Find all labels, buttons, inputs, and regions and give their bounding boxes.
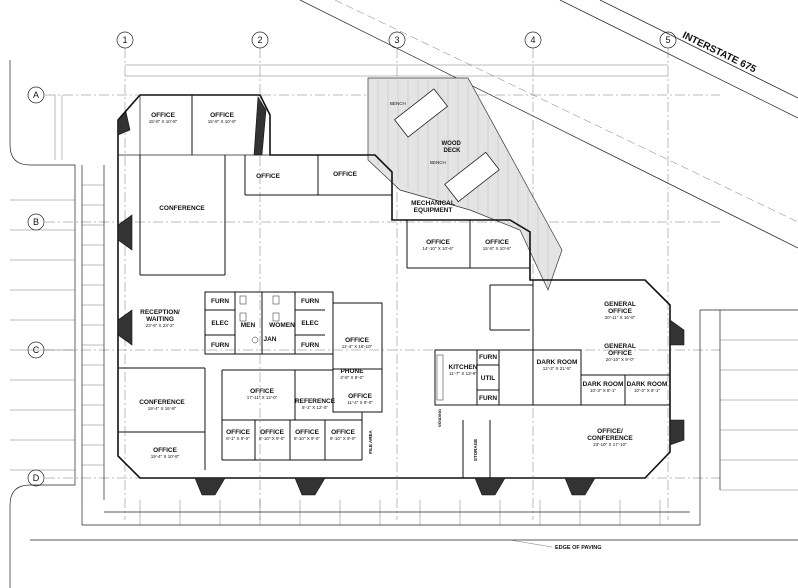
grid-col-2: 2 — [257, 35, 262, 45]
room-storage: STORAGE — [473, 439, 478, 461]
grid-col-3: 3 — [394, 35, 399, 45]
room-general-office1-line2: OFFICE — [608, 308, 632, 315]
room-reference-dim: 8'-1" X 12'-0" — [302, 405, 328, 410]
edge-of-paving-label: EDGE OF PAVING — [555, 545, 602, 551]
room-dark-room2-dim: 10'-3" X 8'-1" — [590, 388, 616, 393]
room-men: MEN — [241, 322, 256, 329]
room-conference-n-name: CONFERENCE — [159, 205, 205, 212]
deck-label-line1: WOOD — [441, 141, 461, 147]
room-office-ne1-dim: 14'-10" X 10'-6" — [423, 246, 454, 251]
room-office-ne2-name: OFFICE — [485, 239, 509, 246]
room-office-conference-dim: 23'-10" X 17'-10" — [593, 442, 627, 447]
room-office-c-name: OFFICE — [345, 337, 369, 344]
room-office-s4-dim: 8'-10" X 9'-0" — [330, 436, 356, 441]
room-reception-line2: WAITING — [146, 316, 174, 323]
room-dark-room3-dim: 10'-3" X 8'-1" — [634, 388, 660, 393]
room-util: UTIL — [481, 375, 495, 382]
room-furn-k2: FURN — [479, 395, 497, 402]
room-conference-s-dim: 19'-4" X 16'-8" — [148, 406, 177, 411]
room-women: WOMEN — [269, 322, 295, 329]
grid-row-a: A — [33, 90, 39, 100]
room-dark-room3-name: DARK ROOM — [627, 381, 668, 388]
room-reception-line1: RECEPTION/ — [140, 309, 180, 316]
grid-col-1: 1 — [122, 35, 127, 45]
room-general-office2-line2: OFFICE — [608, 350, 632, 357]
room-kitchen-name: KITCHEN — [449, 364, 478, 371]
interior-walls — [118, 95, 671, 478]
room-office-cs-name: OFFICE — [250, 388, 274, 395]
room-office-s1-name: OFFICE — [226, 429, 250, 436]
grid-row-d: D — [33, 473, 40, 483]
room-office-n1-name: OFFICE — [256, 173, 280, 180]
grid-row-b: B — [33, 217, 39, 227]
room-office-ne2-dim: 15'-8" X 10'-6" — [483, 246, 512, 251]
room-office-s1-dim: 8'-1" X 9'-0" — [226, 436, 250, 441]
room-kitchen-dim: 11'-7" X 13'-9" — [449, 371, 477, 376]
site-paving — [9, 60, 798, 588]
room-mechanical-line1: MECHANICAL — [411, 200, 455, 207]
room-jan: JAN — [263, 336, 276, 343]
room-mechanical-line2: EQUIPMENT — [414, 207, 453, 214]
room-office-conference-line1: OFFICE/ — [597, 428, 623, 435]
room-dark-room1-name: DARK ROOM — [537, 359, 578, 366]
room-office-s4-name: OFFICE — [331, 429, 355, 436]
deck-label: WOOD DECK — [441, 141, 462, 154]
room-office-s3-name: OFFICE — [295, 429, 319, 436]
room-reference-name: REFERENCE — [295, 398, 336, 405]
room-office-s2-name: OFFICE — [260, 429, 284, 436]
wood-deck — [367, 77, 563, 291]
room-office-sw-name: OFFICE — [153, 447, 177, 454]
top-dimensions — [125, 64, 668, 77]
room-furn3: FURN — [301, 298, 319, 305]
room-dark-room2-name: DARK ROOM — [583, 381, 624, 388]
room-furn2: FURN — [211, 342, 229, 349]
room-general-office1-dim: 20'-11" X 16'-8" — [605, 315, 636, 320]
room-office-sw-dim: 19'-4" X 10'-8" — [151, 454, 180, 459]
room-office-s2-dim: 8'-10" X 9'-0" — [259, 436, 285, 441]
room-elec2: ELEC — [301, 320, 319, 327]
fixtures — [239, 295, 444, 401]
room-office-s3-dim: 8'-10" X 9'-0" — [294, 436, 320, 441]
room-office-c-dim: 11'-4" X 16'-10" — [342, 344, 373, 349]
grid-col-4: 4 — [530, 35, 535, 45]
deck-bench1: BENCH — [390, 101, 406, 106]
room-office-nw1-name: OFFICE — [151, 112, 175, 119]
room-vending: VENDING — [437, 409, 442, 427]
deck-label-line2: DECK — [443, 148, 461, 154]
room-furn4: FURN — [301, 342, 319, 349]
room-office-c2-dim: 11'-4" X 9'-0" — [347, 400, 373, 405]
room-furn1: FURN — [211, 298, 229, 305]
room-office-ne1-name: OFFICE — [426, 239, 450, 246]
room-general-office1-line1: GENERAL — [604, 301, 636, 308]
deck-bench2: BENCH — [430, 160, 446, 165]
room-phone-dim: 3'-8" X 8'-0" — [340, 375, 364, 380]
room-conference-s-name: CONFERENCE — [139, 399, 185, 406]
room-dark-room1-dim: 12'-3" X 21'-5" — [543, 366, 572, 371]
room-furn-k1: FURN — [479, 354, 497, 361]
room-elec1: ELEC — [211, 320, 229, 327]
room-general-office2-line1: GENERAL — [604, 343, 636, 350]
room-office-nw2-dim: 15'-8" X 10'-8" — [208, 119, 237, 124]
grid-col-5: 5 — [665, 35, 670, 45]
room-office-nw1-dim: 15'-8" X 10'-8" — [149, 119, 178, 124]
room-office-c2-name: OFFICE — [348, 393, 372, 400]
room-office-cs-dim: 17'-11" X 12'-0" — [247, 395, 278, 400]
interstate-label: INTERSTATE 675 — [680, 30, 758, 75]
room-reception-dim: 23'-9" X 23'-2" — [146, 323, 175, 328]
room-office-conference-line2: CONFERENCE — [587, 435, 633, 442]
room-general-office2-dim: 20'-10" X 9'-0" — [606, 357, 635, 362]
interstate-lines — [299, 0, 798, 249]
room-office-nw2-name: OFFICE — [210, 112, 234, 119]
corner-piers — [117, 96, 685, 496]
room-phone-name: PHONE — [340, 368, 364, 375]
room-office-n2-name: OFFICE — [333, 171, 357, 178]
room-file-area: FILE AREA — [368, 429, 373, 453]
